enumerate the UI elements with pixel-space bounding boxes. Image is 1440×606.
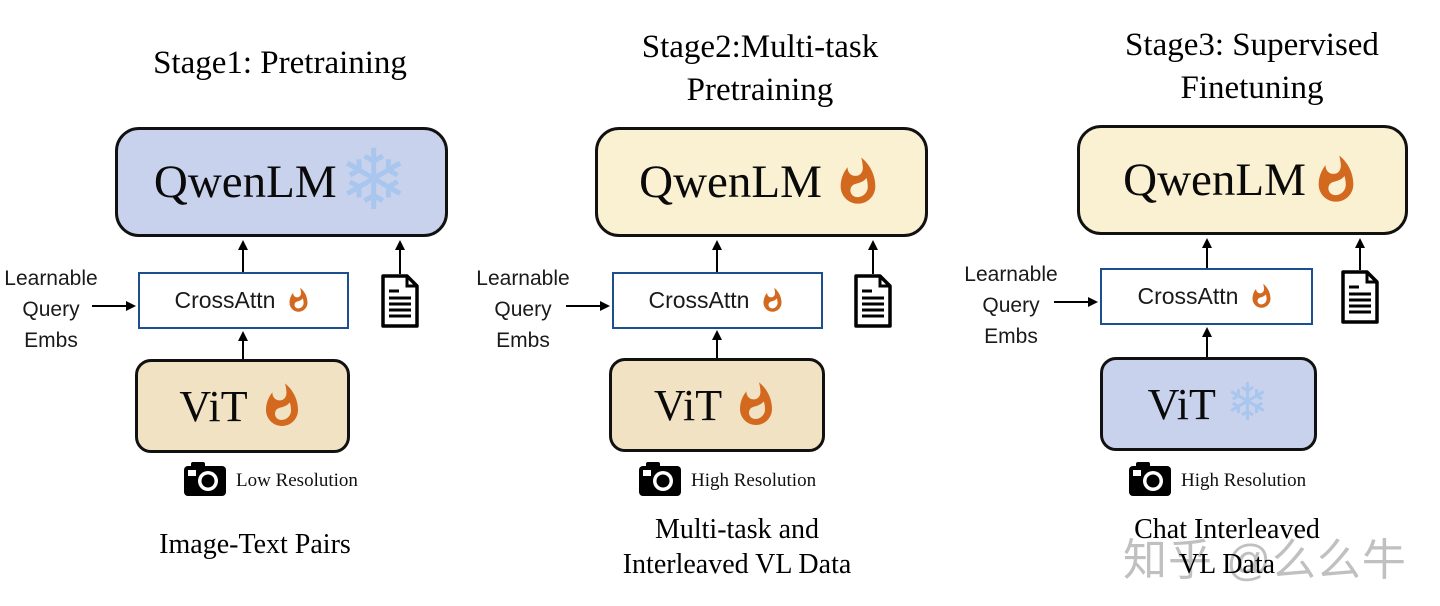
arrow-doc-to-qwenlm [395, 240, 405, 274]
stage2-resolution-label: High Resolution [691, 470, 817, 491]
document-icon [380, 274, 420, 328]
stage1-vit-box: ViT [135, 359, 350, 453]
arrow-doc-to-qwenlm [1355, 238, 1365, 270]
stage3-title-line1: Stage3: Supervised [1125, 27, 1379, 63]
stage1-vit-label: ViT [179, 381, 248, 431]
snowflake-icon: ❄ [1225, 373, 1270, 433]
arrow-doc-to-qwenlm [868, 240, 878, 274]
arrow-crossattn-to-qwenlm [712, 240, 722, 272]
learnable-line: Query [982, 294, 1040, 317]
learnable-line: Embs [984, 325, 1038, 348]
stage3-qwenlm-box: QwenLM [1077, 125, 1408, 235]
stage3-crossattn-box: CrossAttn [1100, 268, 1313, 325]
stage2-qwenlm-label: QwenLM [639, 156, 822, 208]
camera-icon [183, 461, 227, 497]
arrow-vit-to-crossattn [712, 330, 722, 358]
stage3-title: Stage3: Supervised Finetuning [1072, 24, 1432, 110]
snowflake-icon: ❄ [338, 131, 410, 229]
arrow-vit-to-crossattn [238, 331, 248, 359]
stage1-crossattn-box: CrossAttn [138, 272, 349, 329]
caption-line: Interleaved VL Data [622, 549, 852, 580]
stage1-qwenlm-box: QwenLM ❄ [115, 127, 448, 237]
stage3-vit-box: ViT ❄ [1100, 357, 1317, 451]
learnable-line: Learnable [476, 267, 570, 290]
flame-icon [1310, 154, 1362, 206]
stage1-learnable-query-embs-label: Learnable Query Embs [0, 263, 102, 356]
stage1-qwenlm-label: QwenLM [153, 156, 337, 208]
stage2-title: Stage2:Multi-task Pretraining [585, 26, 935, 112]
stage2-crossattn-label: CrossAttn [648, 287, 750, 313]
stage2-vit-label: ViT [653, 380, 723, 430]
stage3-learnable-query-embs-label: Learnable Query Embs [960, 259, 1062, 352]
learnable-line: Learnable [964, 263, 1058, 286]
flame-icon [285, 287, 312, 314]
stage3-qwenlm-label: QwenLM [1123, 154, 1306, 206]
stage2-data-caption: Multi-task and Interleaved VL Data [587, 512, 887, 582]
camera-icon [1128, 461, 1172, 497]
arrow-crossattn-to-qwenlm [238, 240, 248, 272]
flame-icon [1248, 283, 1275, 310]
stage1-crossattn-label: CrossAttn [174, 287, 276, 313]
stage2-learnable-query-embs-label: Learnable Query Embs [472, 263, 574, 356]
learnable-line: Embs [496, 329, 550, 352]
stage1-resolution-label: Low Resolution [236, 470, 358, 491]
stage2-vit-box: ViT [609, 358, 825, 452]
stage2-qwenlm-box: QwenLM [595, 127, 928, 237]
camera-icon [638, 461, 682, 497]
caption-line: Multi-task and [654, 514, 820, 545]
watermark: 知乎 @么么牛 [1123, 536, 1407, 585]
stage1-title-line1: Stage1: Pretraining [153, 45, 407, 81]
caption-line: Image-Text Pairs [159, 529, 351, 560]
stage1-data-caption: Image-Text Pairs [105, 527, 405, 562]
learnable-line: Query [22, 298, 80, 321]
caption-line: Chat Interleaved [1134, 514, 1320, 545]
arrow-crossattn-to-qwenlm [1202, 238, 1212, 268]
caption-line: VL Data [1178, 549, 1276, 580]
stage3-vit-label: ViT [1147, 379, 1216, 429]
stage2-title-line2: Pretraining [686, 72, 834, 108]
stage3-data-caption: Chat Interleaved VL Data [1077, 512, 1377, 582]
stage3-crossattn-label: CrossAttn [1137, 283, 1239, 309]
arrow-vit-to-crossattn [1202, 327, 1212, 357]
stage2-crossattn-box: CrossAttn [612, 272, 823, 329]
flame-icon [732, 381, 780, 429]
learnable-line: Query [494, 298, 552, 321]
arrow-query-to-crossattn [1054, 297, 1098, 307]
stage3-resolution-label: High Resolution [1181, 470, 1307, 491]
document-icon [1340, 270, 1380, 324]
arrow-query-to-crossattn [92, 301, 136, 311]
flame-icon [832, 156, 884, 208]
stage2-title-line1: Stage2:Multi-task [641, 29, 879, 65]
flame-icon [258, 382, 306, 430]
document-icon [853, 274, 893, 328]
stage1-title: Stage1: Pretraining [100, 42, 460, 85]
stage3-title-line2: Finetuning [1180, 70, 1324, 106]
learnable-line: Embs [24, 329, 78, 352]
arrow-query-to-crossattn [566, 301, 610, 311]
flame-icon [759, 287, 786, 314]
learnable-line: Learnable [4, 267, 98, 290]
